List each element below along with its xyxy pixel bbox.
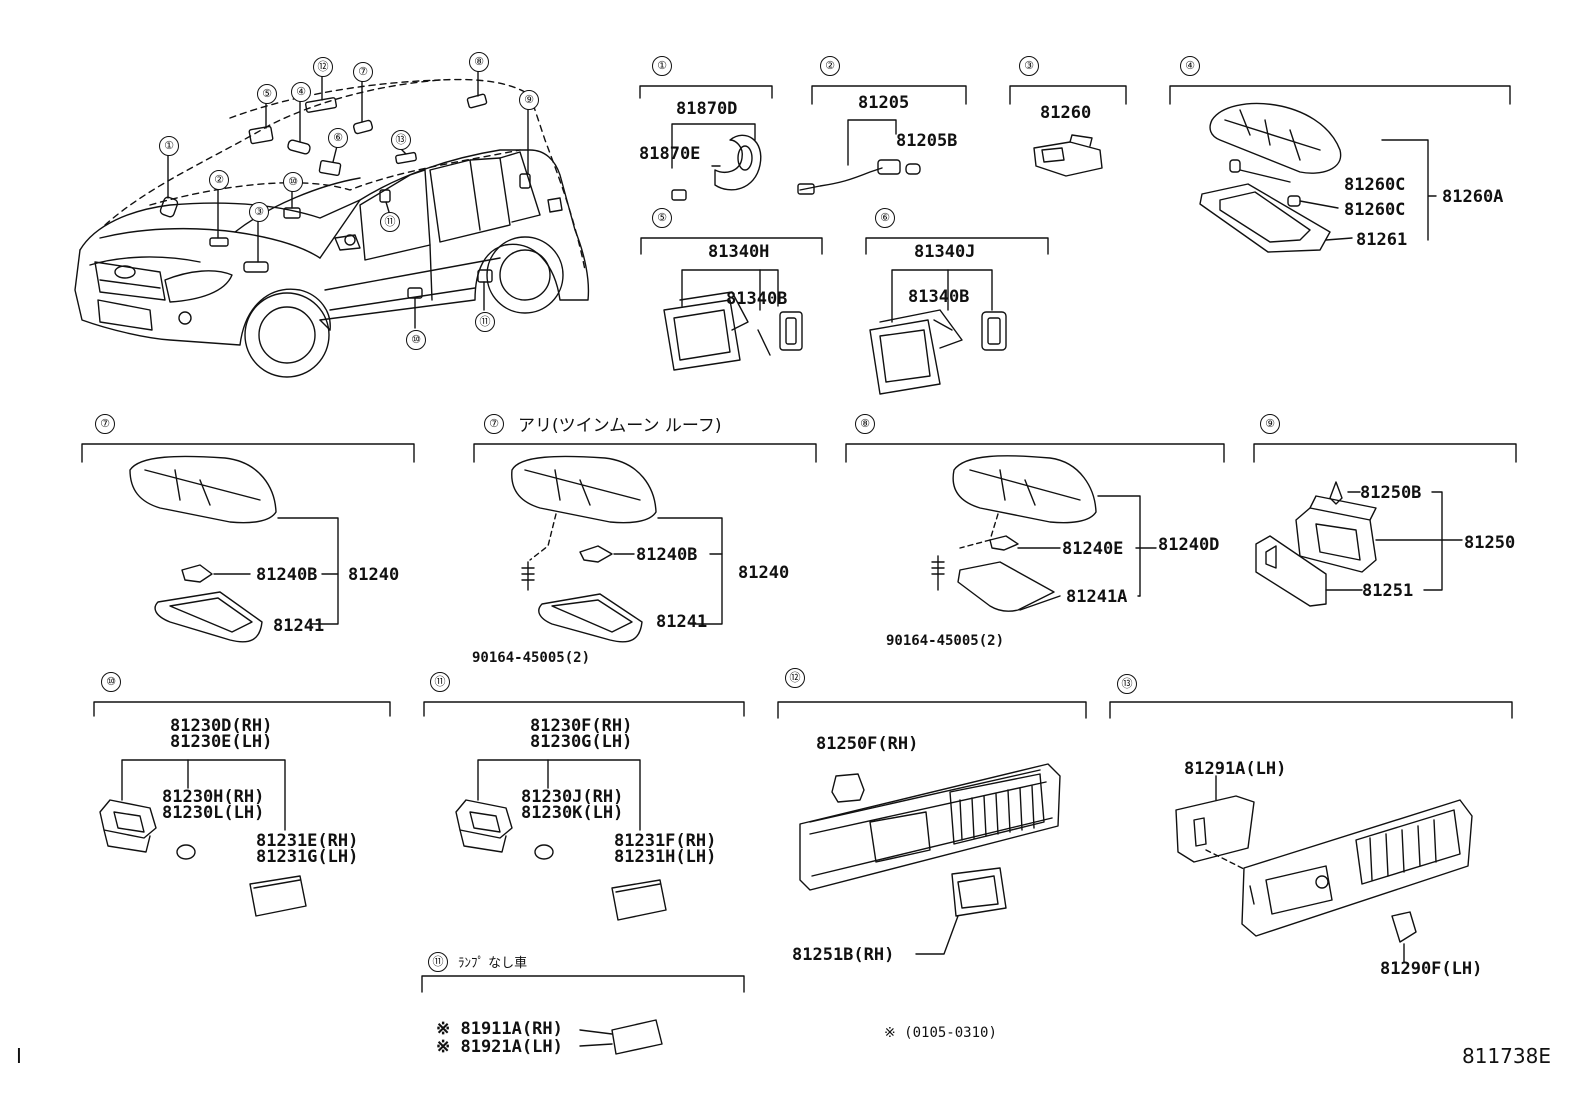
part-81230L-LH: 81230L(LH) (162, 803, 265, 823)
part-81260: 81260 (1040, 103, 1092, 123)
part-81230F-RH: 81230F(RH) (530, 716, 633, 736)
section-1-label: ① (652, 56, 672, 76)
section-3-label: ③ (1019, 56, 1039, 76)
section-12-label: ⑫ (785, 668, 805, 688)
car-callout-4: ④ (291, 82, 311, 102)
section-4-label: ④ (1180, 56, 1200, 76)
part-81250F-RH: 81250F(RH) (816, 734, 919, 754)
section-11b-label: ⑪ (428, 952, 448, 972)
part-81230D-RH: 81230D(RH) (170, 716, 273, 736)
section-7-label: ⑦ (95, 414, 115, 434)
part-81230H-RH: 81230H(RH) (162, 787, 265, 807)
part-81251: 81251 (1362, 581, 1414, 601)
part-81231G-LH: 81231G(LH) (256, 847, 359, 867)
part-81260A: 81260A (1442, 187, 1504, 207)
part-81250B: 81250B (1360, 483, 1422, 503)
section-10-label: ⑩ (101, 672, 121, 692)
part-81261: 81261 (1356, 230, 1408, 250)
car-callout-12: ⑫ (313, 57, 333, 77)
part-81340B-1: 81340B (726, 289, 788, 309)
car-callout-13: ⑬ (391, 130, 411, 150)
part-81240B-1: 81240B (256, 565, 318, 585)
car-callout-10: ⑩ (283, 172, 303, 192)
car-callout-3: ③ (249, 202, 269, 222)
part-81340B-2: 81340B (908, 287, 970, 307)
part-81240E: 81240E (1062, 539, 1124, 559)
section-13-label: ⑬ (1117, 674, 1137, 694)
part-81231E-RH: 81231E(RH) (256, 831, 359, 851)
section-2-label: ② (820, 56, 840, 76)
car-callout-11: ⑪ (380, 212, 400, 232)
car-callout-9: ⑨ (519, 90, 539, 110)
car-callout-10b: ⑩ (406, 330, 426, 350)
part-81240-1: 81240 (348, 565, 400, 585)
part-81291A-LH: 81291A(LH) (1184, 759, 1287, 779)
part-81231F-RH: 81231F(RH) (614, 831, 717, 851)
part-81241A: 81241A (1066, 587, 1128, 607)
part-81251B-RH: 81251B(RH) (792, 945, 895, 965)
part-81250: 81250 (1464, 533, 1516, 553)
part-81240D: 81240D (1158, 535, 1220, 555)
section-7b-note: アリ(ツインムーン ルーフ) (518, 416, 722, 436)
part-81240-2: 81240 (738, 563, 790, 583)
part-81290F-LH: 81290F(LH) (1380, 959, 1483, 979)
section-8-label: ⑧ (855, 414, 875, 434)
footnote-date-range: ※ (0105-0310) (884, 1025, 997, 1041)
part-81230J-RH: 81230J(RH) (521, 787, 624, 807)
part-81230K-LH: 81230K(LH) (521, 803, 624, 823)
section-9-label: ⑨ (1260, 414, 1280, 434)
part-81240B-2: 81240B (636, 545, 698, 565)
part-81260C-2: 81260C (1344, 200, 1406, 220)
part-90164-45005-1: 90164-45005(2) (472, 650, 591, 666)
car-callout-7: ⑦ (353, 62, 373, 82)
car-illustration (74, 69, 590, 378)
section-11b-note: ﾗﾝﾌﾟ なし車 (458, 956, 528, 971)
part-drawings (99, 102, 1473, 1055)
section-5-label: ⑤ (652, 208, 672, 228)
section-6-label: ⑥ (875, 208, 895, 228)
car-callout-8: ⑧ (469, 52, 489, 72)
part-81205: 81205 (858, 93, 910, 113)
car-callout-11b: ⑪ (475, 312, 495, 332)
part-81340H: 81340H (708, 242, 770, 262)
part-81921A-LH: ※ 81921A(LH) (436, 1037, 563, 1057)
part-81205B: 81205B (896, 131, 958, 151)
part-81231H-LH: 81231H(LH) (614, 847, 717, 867)
section-brackets (81, 85, 1517, 993)
section-7b-label: ⑦ (484, 414, 504, 434)
car-callout-5: ⑤ (257, 84, 277, 104)
car-callout-6: ⑥ (328, 128, 348, 148)
part-81260C-1: 81260C (1344, 175, 1406, 195)
diagram-id: 811738E (1462, 1044, 1551, 1068)
part-81870D: 81870D (676, 99, 738, 119)
part-81241-2: 81241 (656, 612, 708, 632)
section-11-label: ⑪ (430, 672, 450, 692)
part-81230E-LH: 81230E(LH) (170, 732, 273, 752)
part-81230G-LH: 81230G(LH) (530, 732, 633, 752)
part-81241-1: 81241 (273, 616, 325, 636)
part-90164-45005-2: 90164-45005(2) (886, 633, 1005, 649)
part-81870E: 81870E (639, 144, 701, 164)
part-81340J: 81340J (914, 242, 976, 262)
part-81911A-RH: ※ 81911A(RH) (436, 1019, 563, 1039)
car-callout-1: ① (159, 136, 179, 156)
car-callout-2: ② (209, 170, 229, 190)
corner-marker: I (16, 1044, 22, 1068)
